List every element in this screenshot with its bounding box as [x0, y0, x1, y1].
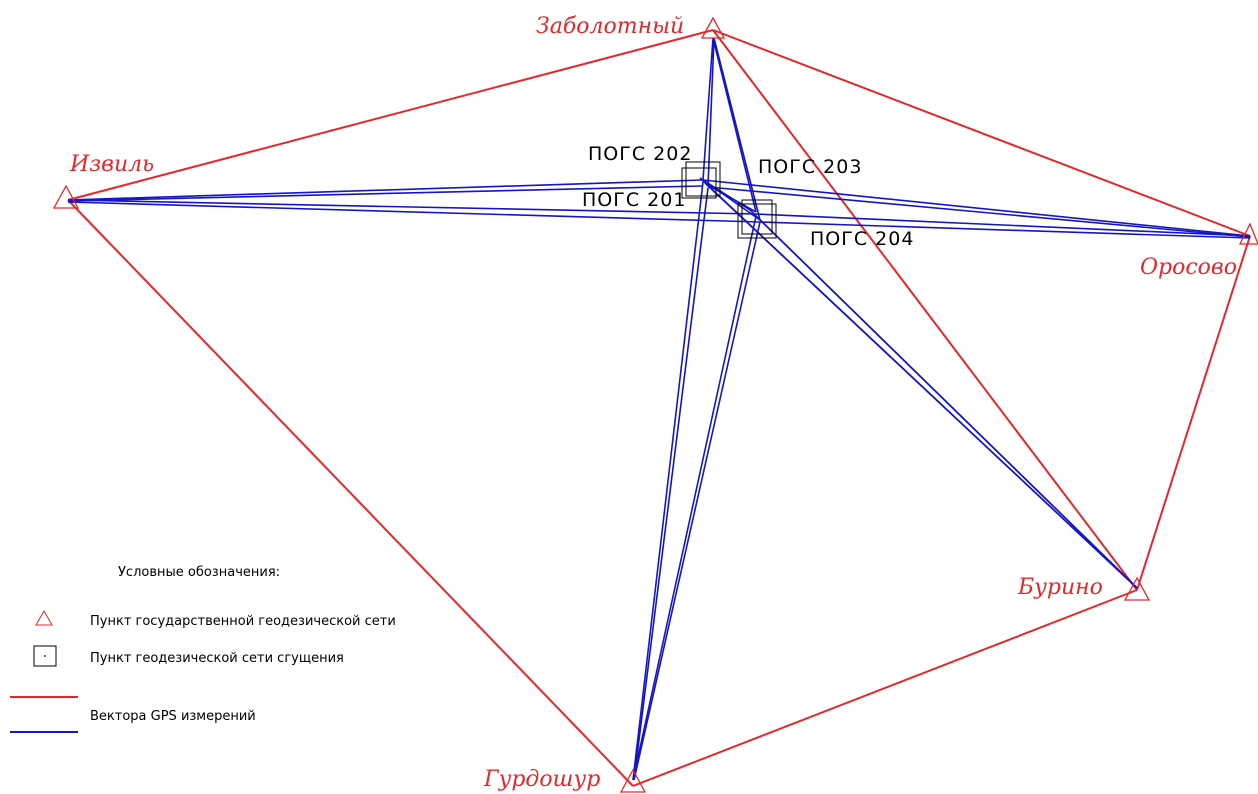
- vector-orosovo-203: [755, 213, 1251, 237]
- triangle-icon-gurdoshur: [619, 768, 647, 793]
- vector-zabolotny-204: [713, 37, 761, 221]
- state-network-markers: [52, 16, 1258, 793]
- vector-zabolotny-201: [707, 37, 715, 187]
- label-pogs-204: ПОГС 204: [810, 228, 914, 250]
- vector-orosovo-202: [702, 179, 1251, 237]
- legend-dense-point-label: Пункт геодезической сети сгущения: [90, 651, 344, 666]
- dense-network-markers: [681, 161, 777, 239]
- vector-izvil-203: [67, 199, 757, 215]
- label-pogs-201: ПОГС 201: [582, 189, 686, 211]
- vector-orosovo-201: [707, 186, 1251, 238]
- square-icon-202: [685, 161, 721, 197]
- line-izvil-gurdoshur: [67, 199, 634, 787]
- line-orosovo-burino: [1136, 235, 1251, 591]
- triangle-icon-zabolotny: [700, 16, 726, 39]
- vector-izvil-202: [67, 179, 704, 201]
- legend-square-dot: [44, 655, 46, 657]
- legend-state-point-label: Пункт государственной геодезической сети: [90, 614, 396, 629]
- label-gurdoshur: Гурдошур: [483, 767, 600, 792]
- legend-square-icon: [33, 645, 57, 667]
- vector-izvil-204: [67, 201, 761, 223]
- label-izvil: Извиль: [69, 152, 154, 177]
- vector-orosovo-204: [759, 221, 1251, 239]
- label-zabolotny: Заболотный: [536, 14, 684, 39]
- triangle-icon-orosovo: [1238, 222, 1258, 245]
- label-pogs-202: ПОГС 202: [588, 143, 692, 165]
- vector-gurdoshur-204: [633, 221, 761, 781]
- vector-zabolotny-202: [702, 37, 714, 181]
- line-zabolotny-izvil: [67, 29, 714, 201]
- vector-gurdoshur-203: [632, 215, 757, 781]
- state-network-lines: [67, 29, 1251, 787]
- legend-triangle-icon: [35, 609, 53, 626]
- vector-burino-201: [705, 183, 1138, 589]
- legend-gps-vectors-label: Вектора GPS измерений: [90, 709, 256, 724]
- square-icon-204: [737, 203, 777, 239]
- line-burino-gurdoshur: [632, 589, 1138, 787]
- square-icon-201: [681, 167, 717, 199]
- vector-burino-204: [757, 217, 1138, 589]
- vector-gurdoshur-201: [633, 187, 709, 781]
- vector-gurdoshur-202: [632, 181, 704, 781]
- legend-title: Условные обозначения:: [118, 565, 280, 580]
- vector-izvil-201: [67, 185, 703, 202]
- gps-vector-lines: [67, 37, 1251, 781]
- line-zabolotny-orosovo: [712, 29, 1251, 237]
- vector-zabolotny-203: [712, 37, 757, 213]
- label-burino: Бурино: [1017, 575, 1103, 600]
- square-icon-203: [741, 199, 773, 235]
- line-zabolotny-burino: [712, 29, 1138, 591]
- label-orosovo: Оросово: [1140, 255, 1237, 280]
- triangle-icon-burino: [1123, 576, 1151, 601]
- label-pogs-203: ПОГС 203: [758, 156, 862, 178]
- triangle-icon-izvil: [52, 184, 80, 209]
- legend: Условные обозначения: Пункт государствен…: [10, 565, 396, 733]
